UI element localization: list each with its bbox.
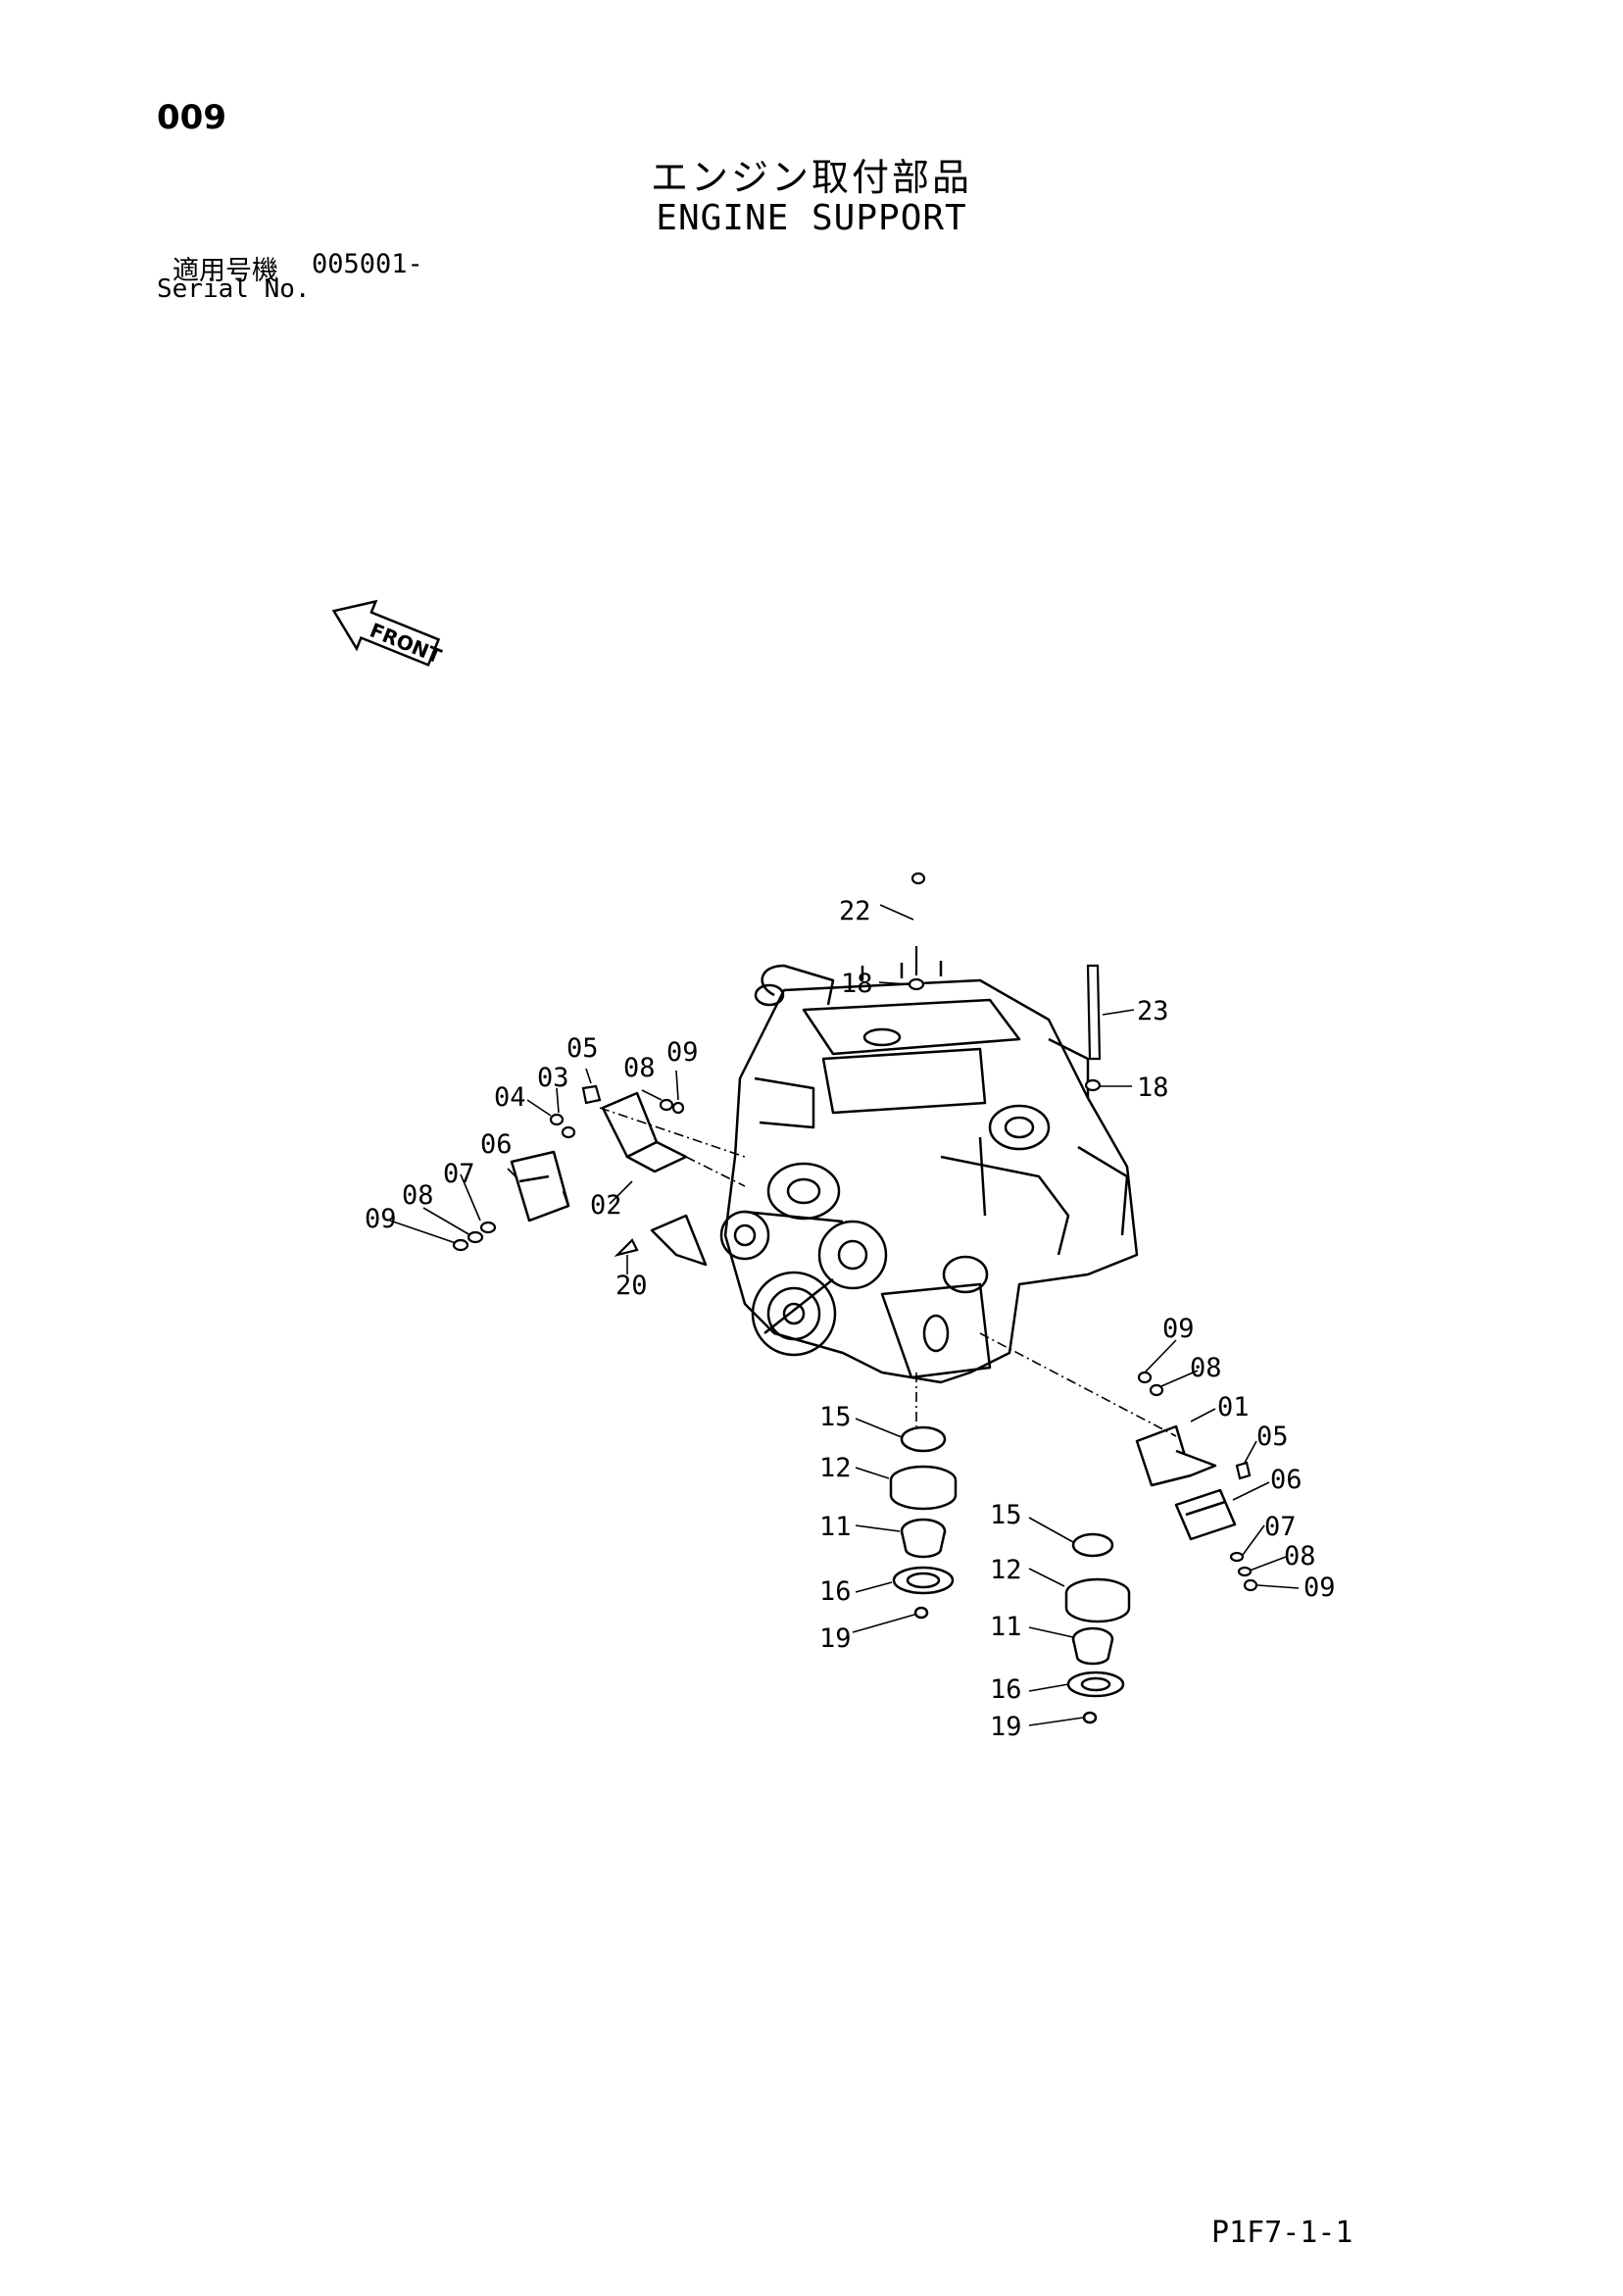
mount-stack-right: [1064, 1532, 1131, 1724]
callout: 19: [990, 1712, 1022, 1742]
callout: 02: [590, 1190, 622, 1221]
callout: 09: [1162, 1314, 1195, 1344]
callout: 06: [1270, 1465, 1303, 1495]
callout: 01: [1217, 1392, 1250, 1423]
callout: 08: [1284, 1541, 1316, 1572]
drawing-code: P1F7-1-1: [1211, 2216, 1353, 2250]
callout: 18: [841, 969, 873, 999]
callout: 23: [1137, 996, 1169, 1026]
callouts: 22 18 23 18 05 08 09 03 04 06 07 08 09 0…: [365, 896, 1336, 1742]
callout: 11: [819, 1512, 852, 1542]
front-arrow-icon: FRONT: [331, 599, 445, 669]
mount-stack-center: [889, 1425, 958, 1620]
callout: 18: [1137, 1073, 1169, 1103]
callout: 09: [365, 1204, 397, 1234]
front-bracket: [510, 1091, 708, 1267]
callout: 03: [537, 1063, 569, 1093]
callout: 08: [402, 1180, 434, 1211]
callout: 12: [819, 1453, 852, 1483]
callout: 16: [819, 1576, 852, 1607]
hardware: [452, 872, 1258, 1592]
callout: 06: [480, 1129, 513, 1160]
callout: 11: [990, 1612, 1022, 1642]
callout: 22: [839, 896, 871, 926]
callout: 08: [623, 1053, 656, 1083]
callout: 09: [666, 1037, 699, 1068]
callout: 09: [1303, 1572, 1336, 1603]
serial-label-en: Serial No.: [157, 275, 311, 304]
leader-lines: [389, 904, 1300, 1726]
callout: 05: [1256, 1422, 1289, 1452]
page-number: 009: [157, 98, 226, 137]
title-japanese: エンジン取付部品: [650, 156, 972, 199]
callout: 16: [990, 1674, 1022, 1705]
callout: 15: [819, 1402, 852, 1432]
callout: 04: [494, 1082, 526, 1113]
callout: 20: [615, 1271, 648, 1301]
title-english: ENGINE SUPPORT: [656, 198, 967, 238]
serial-label-jp: 適用号機: [172, 256, 278, 286]
callout: 19: [819, 1623, 852, 1654]
callout: 07: [443, 1159, 475, 1189]
callout: 08: [1190, 1353, 1222, 1383]
engine-block: [719, 961, 1139, 1384]
rear-bracket: [1135, 1424, 1237, 1541]
callout: 07: [1264, 1512, 1297, 1542]
serial-value: 005001-: [312, 249, 423, 279]
callout: 15: [990, 1500, 1022, 1530]
callout: 05: [566, 1033, 599, 1064]
callout: 12: [990, 1555, 1022, 1585]
